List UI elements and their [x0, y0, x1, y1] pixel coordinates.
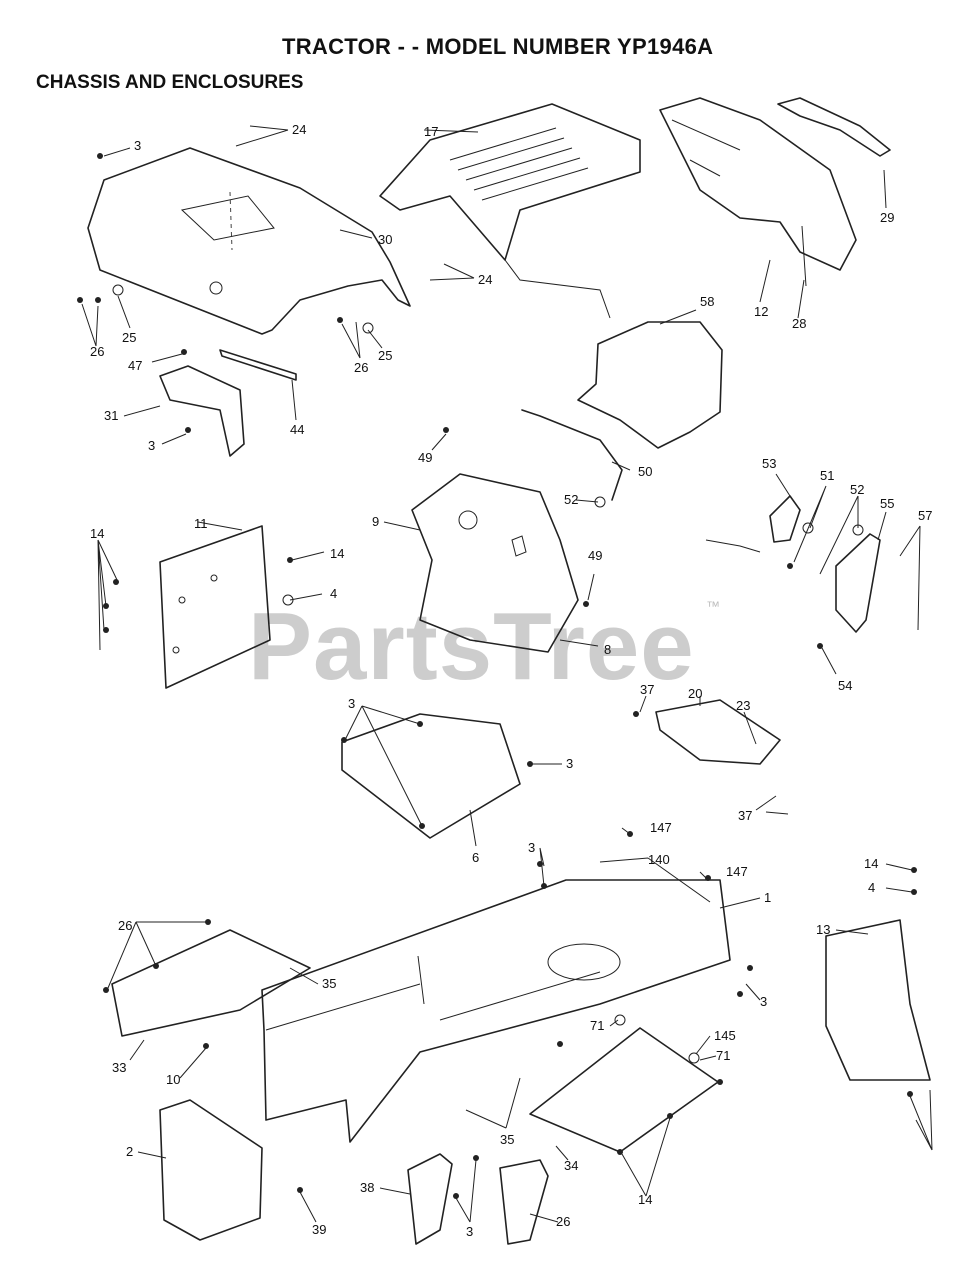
part-footrest-right	[529, 1027, 719, 1153]
callout: 11	[194, 516, 208, 531]
callout: 14	[330, 546, 344, 561]
section-title: CHASSIS AND ENCLOSURES	[36, 72, 304, 93]
callout: 24	[478, 272, 492, 287]
callout: 147	[650, 820, 672, 835]
callout: 8	[604, 642, 611, 657]
callout: 3	[134, 138, 141, 153]
callout: 4	[330, 586, 337, 601]
callout: 25	[122, 330, 136, 345]
part-front-plate	[159, 1099, 263, 1241]
part-fender-cover	[577, 321, 723, 449]
callout: 145	[714, 1028, 736, 1043]
callout: 26	[118, 918, 132, 933]
part-side-plate	[159, 525, 271, 689]
callout: 71	[716, 1048, 730, 1063]
callout: 26	[354, 360, 368, 375]
callout: 14	[864, 856, 878, 871]
callout: 9	[372, 514, 379, 529]
callout: 147	[726, 864, 748, 879]
callout: 24	[292, 122, 306, 137]
callout: 3	[566, 756, 573, 771]
callout: 23	[736, 698, 750, 713]
callout: 3	[348, 696, 355, 711]
callout: 17	[424, 124, 438, 139]
callout: 2	[126, 1144, 133, 1159]
callout: 47	[128, 358, 142, 373]
callout: 29	[880, 210, 894, 225]
part-hood	[379, 103, 641, 319]
callout: 49	[418, 450, 432, 465]
callout: 14	[638, 1192, 652, 1207]
part-bracket-right	[499, 1159, 549, 1245]
page-title: TRACTOR - - MODEL NUMBER YP1946A	[282, 34, 714, 59]
callout: 51	[820, 468, 834, 483]
callout: 37	[738, 808, 752, 823]
callout: 35	[322, 976, 336, 991]
part-tank-shroud	[411, 473, 579, 653]
callout: 52	[564, 492, 578, 507]
part-strip	[219, 349, 297, 381]
callout: 49	[588, 548, 602, 563]
callout: 31	[104, 408, 118, 423]
part-bracket	[159, 365, 245, 457]
callout: 3	[148, 438, 155, 453]
callout: 33	[112, 1060, 126, 1075]
part-main-frame	[261, 879, 731, 1143]
part-dash-panel	[87, 147, 411, 335]
leader-lines	[81, 125, 933, 1223]
callout: 20	[688, 686, 702, 701]
callout: 44	[290, 422, 304, 437]
part-grille-panels	[659, 97, 891, 287]
callout: 14	[90, 526, 104, 541]
callout: 53	[762, 456, 776, 471]
callout: 50	[638, 464, 652, 479]
callout: 4	[868, 880, 875, 895]
callout: 35	[500, 1132, 514, 1147]
callout: 26	[90, 344, 104, 359]
part-right-panel	[825, 919, 931, 1081]
callout: 13	[816, 922, 830, 937]
callout: 6	[472, 850, 479, 865]
callout: 55	[880, 496, 894, 511]
callout: 54	[838, 678, 852, 693]
part-right-brackets	[705, 495, 881, 633]
part-mount-plate	[655, 699, 781, 765]
callout: 26	[556, 1214, 570, 1229]
callout: 3	[528, 840, 535, 855]
callout: 10	[166, 1072, 180, 1087]
callout: 140	[648, 852, 670, 867]
callout: 25	[378, 348, 392, 363]
callout: 3	[466, 1224, 473, 1239]
callout: 39	[312, 1222, 326, 1237]
callout: 38	[360, 1180, 374, 1195]
part-bracket-left	[407, 1153, 453, 1245]
callout: 1	[764, 890, 771, 905]
callout: 37	[640, 682, 654, 697]
part-rod	[521, 409, 623, 501]
callout: 71	[590, 1018, 604, 1033]
trademark-symbol: ™	[706, 598, 720, 614]
callout: 28	[792, 316, 806, 331]
callout: 57	[918, 508, 932, 523]
watermark: PartsTree	[248, 593, 695, 700]
callout: 34	[564, 1158, 578, 1173]
callout: 3	[760, 994, 767, 1009]
part-footrest	[111, 929, 311, 1037]
callout: 58	[700, 294, 714, 309]
callout: 12	[754, 304, 768, 319]
part-floor-plate	[341, 713, 521, 839]
callout: 52	[850, 482, 864, 497]
callout-labels: 3 24 17 29 30 24 12 28 25 26 25 26 58 47…	[90, 122, 932, 1239]
callout: 30	[378, 232, 392, 247]
